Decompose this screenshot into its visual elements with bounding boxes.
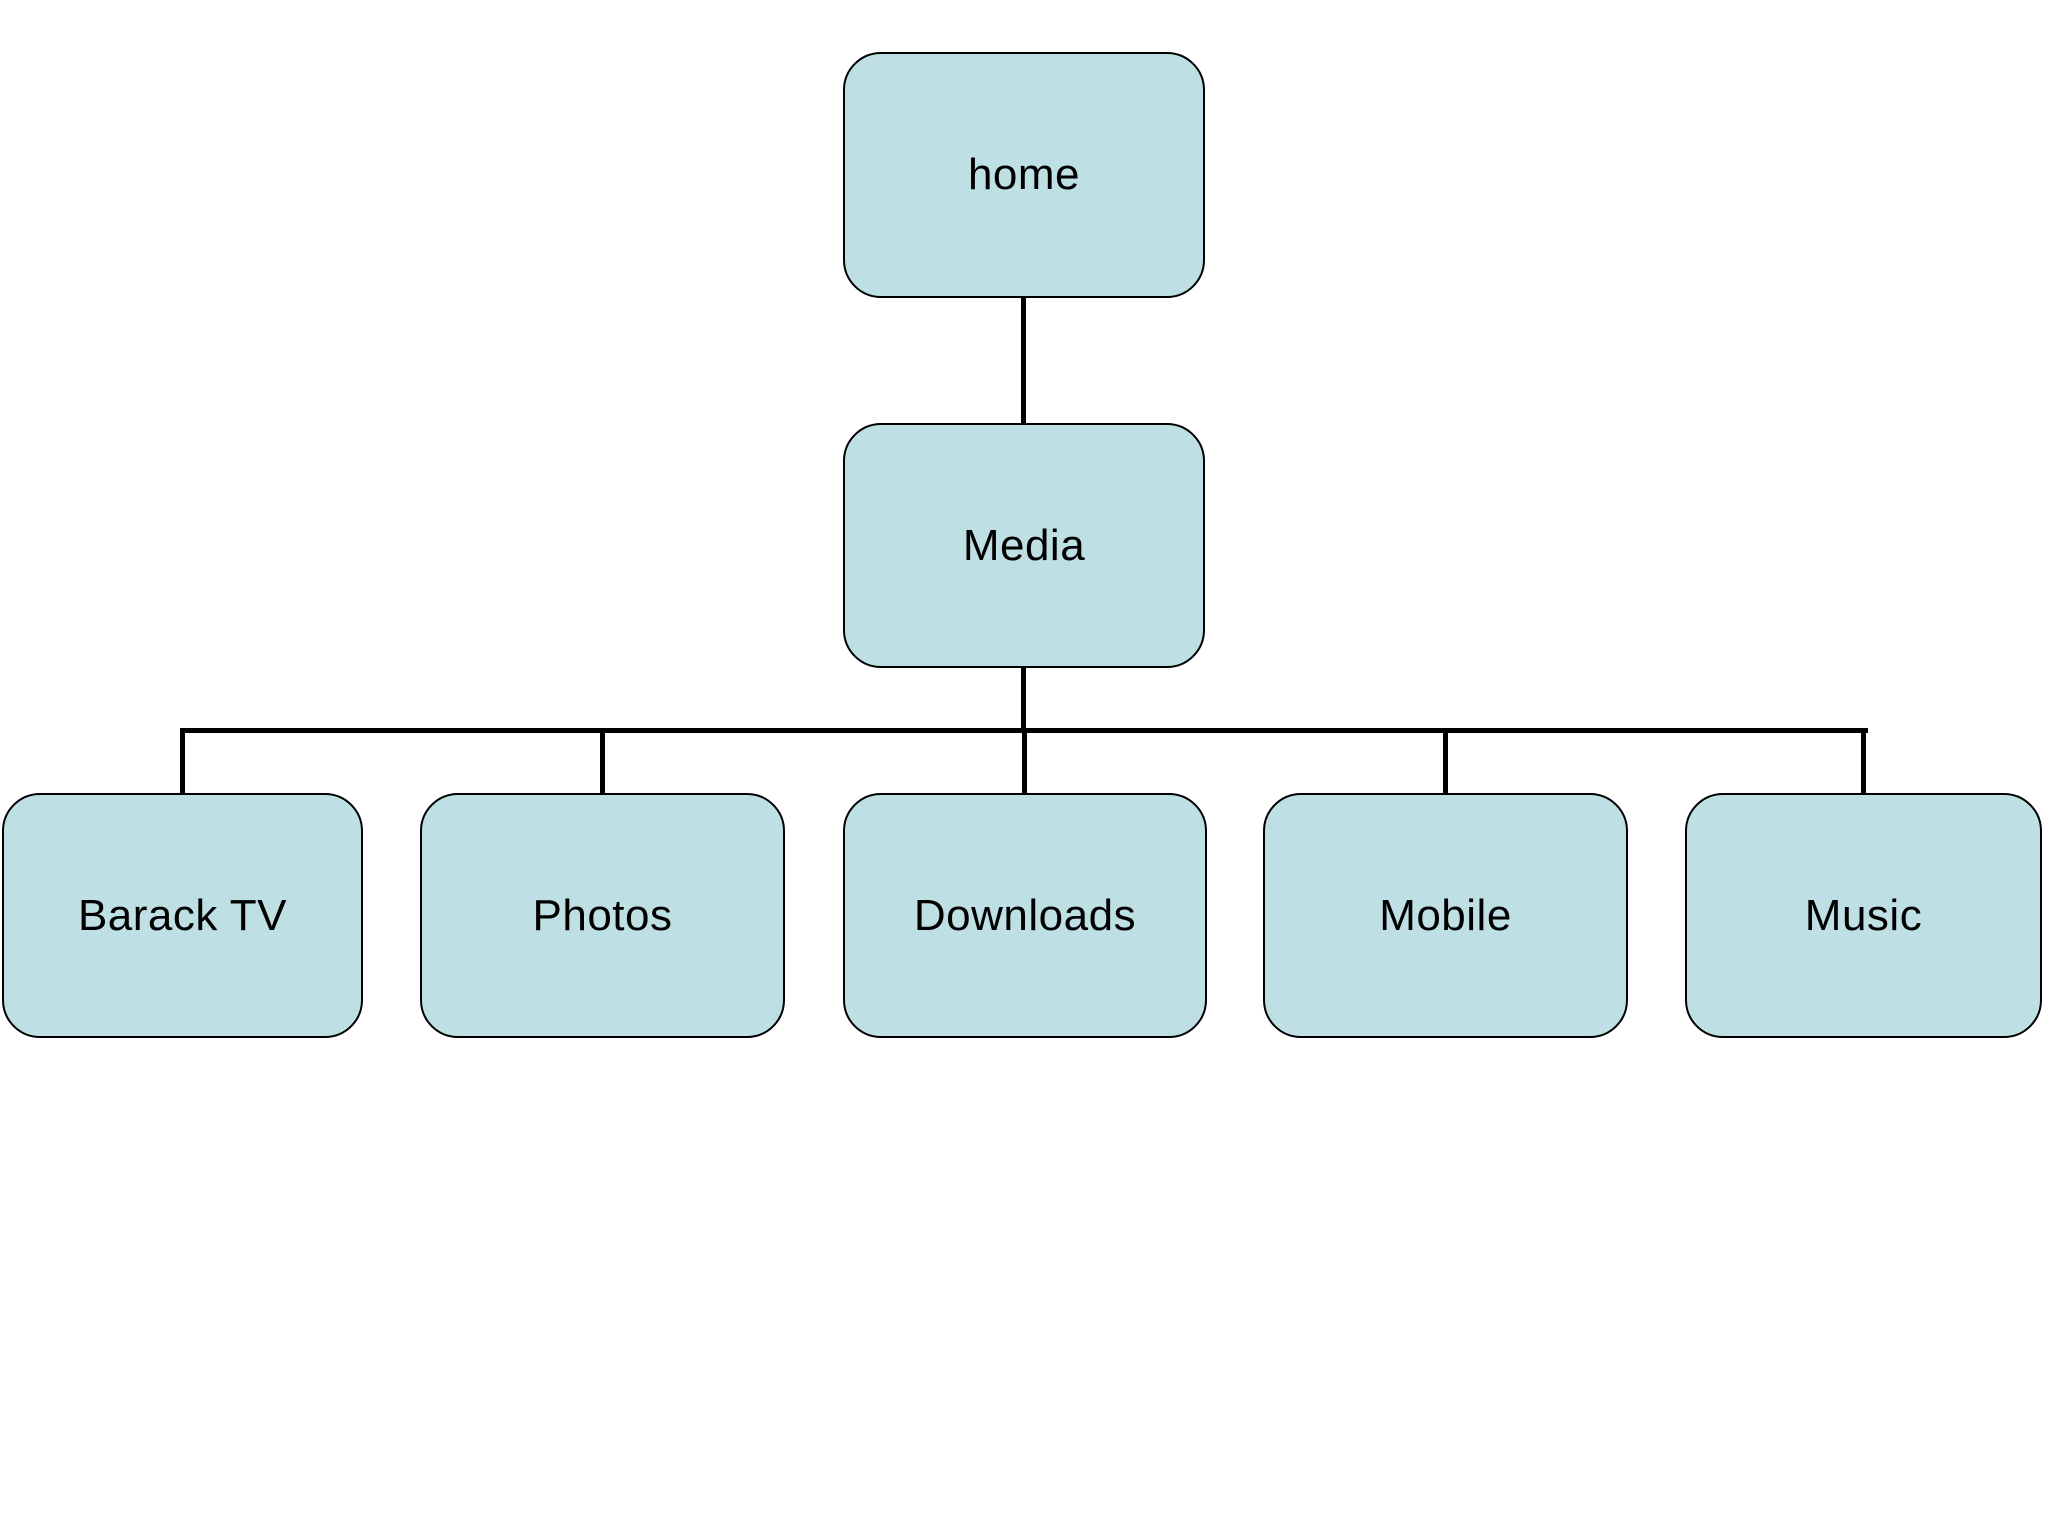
tree-node-media-label: Media bbox=[962, 520, 1086, 570]
connector-media-to-bus bbox=[1021, 666, 1026, 733]
tree-node-mobile: Mobile bbox=[1263, 793, 1628, 1038]
tree-node-music: Music bbox=[1685, 793, 2042, 1038]
connector-bus-to-mobile bbox=[1443, 728, 1448, 795]
tree-node-home-label: home bbox=[967, 150, 1081, 199]
tree-node-photos-label: Photos bbox=[532, 890, 673, 940]
tree-node-downloads-label: Downloads bbox=[913, 890, 1137, 940]
tree-node-barack-tv-label: Barack TV bbox=[77, 890, 288, 940]
tree-node-barack-tv: Barack TV bbox=[2, 793, 363, 1038]
tree-node-downloads: Downloads bbox=[843, 793, 1207, 1038]
tree-node-photos: Photos bbox=[420, 793, 785, 1038]
connector-bus-to-downloads bbox=[1022, 728, 1027, 795]
tree-node-media: Media bbox=[843, 423, 1205, 668]
tree-node-home: home bbox=[843, 52, 1205, 298]
tree-node-mobile-label: Mobile bbox=[1379, 890, 1512, 940]
connector-bus-to-photos bbox=[600, 728, 605, 795]
tree-node-music-label: Music bbox=[1804, 890, 1923, 940]
connector-home-media bbox=[1021, 296, 1026, 426]
connector-bus-to-barack-tv bbox=[180, 728, 185, 795]
connector-bus-to-music bbox=[1861, 728, 1866, 795]
